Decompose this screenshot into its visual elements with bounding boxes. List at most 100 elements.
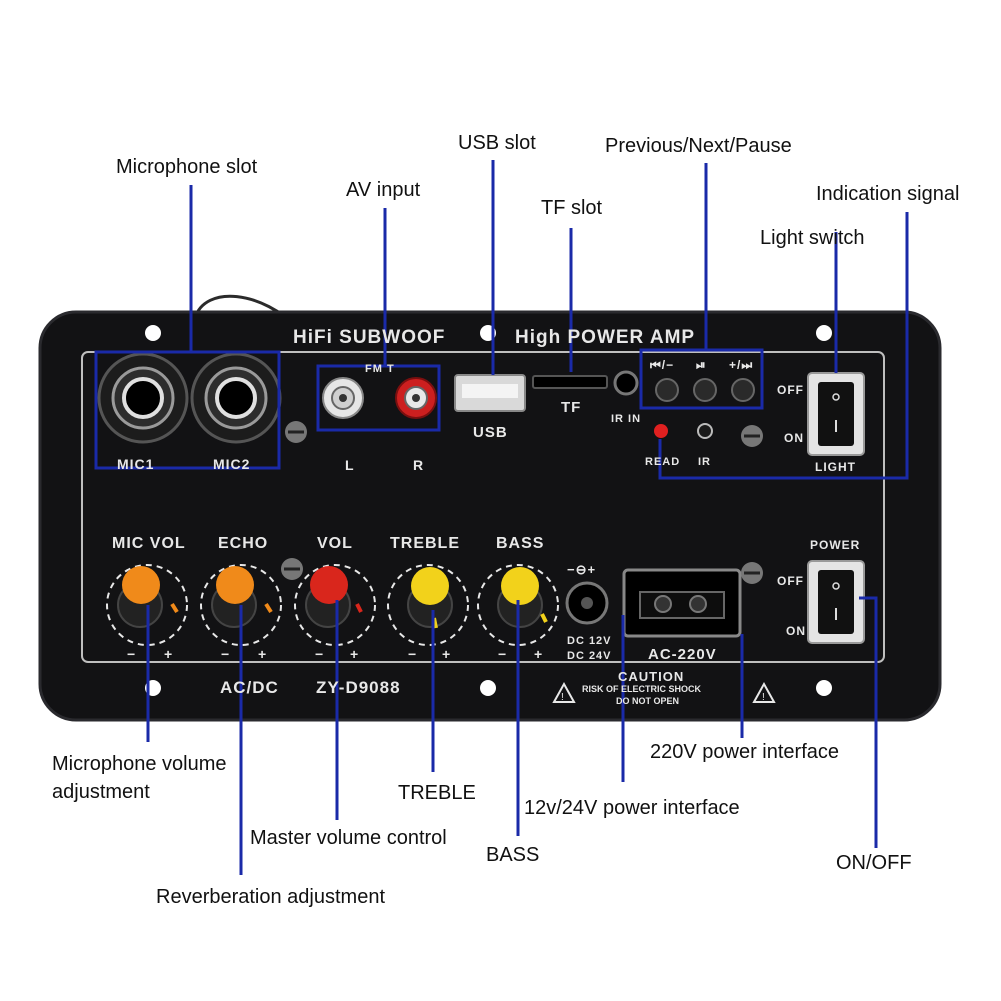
av-input-highlight bbox=[316, 364, 441, 432]
ac-220v-label: AC-220V bbox=[648, 646, 717, 663]
light-on-label: ON bbox=[784, 431, 804, 445]
callout-bass: BASS bbox=[486, 844, 540, 866]
acdc-label: AC/DC bbox=[220, 678, 279, 697]
callout-mic-volume-line2: adjustment bbox=[52, 781, 150, 803]
dc-jack bbox=[565, 581, 609, 625]
prev-button-label[interactable]: ⏮/− bbox=[650, 358, 675, 372]
mic2-jack bbox=[190, 352, 282, 444]
caution-label: CAUTION bbox=[618, 669, 685, 684]
do-not-open-label: DO NOT OPEN bbox=[616, 696, 680, 706]
mic1-label: MIC1 bbox=[117, 456, 155, 472]
mount-hole bbox=[145, 325, 161, 341]
play-button-cap bbox=[693, 378, 717, 402]
callout-lines bbox=[146, 160, 909, 875]
knob-minus-vol: − bbox=[315, 646, 325, 662]
vol-knob bbox=[294, 564, 376, 646]
ir-label: IR bbox=[698, 456, 711, 468]
knob-plus-treble: + bbox=[442, 646, 452, 662]
ac-socket bbox=[622, 568, 742, 638]
knob-plus-mic-vol: + bbox=[164, 646, 174, 662]
callout-mic-volume-line1: Microphone volume bbox=[52, 753, 227, 775]
dc-24v-label: DC 24V bbox=[567, 650, 612, 662]
power-on-label: ON bbox=[786, 624, 806, 638]
usb-port bbox=[454, 374, 526, 412]
read-led bbox=[654, 424, 668, 438]
callout-microphone-slot: Microphone slot bbox=[116, 156, 258, 178]
tf-card-slot bbox=[532, 375, 608, 389]
light-off-label: OFF bbox=[777, 383, 804, 397]
callout-av-input: AV input bbox=[346, 179, 421, 201]
callout-power-220v: 220V power interface bbox=[650, 741, 840, 763]
callout-on-off: ON/OFF bbox=[836, 852, 912, 874]
light-switch bbox=[807, 372, 865, 456]
knob-minus-mic-vol: − bbox=[127, 646, 137, 662]
fm-label: FM T bbox=[365, 363, 395, 375]
panel-inner-border bbox=[81, 351, 885, 663]
next-button-label[interactable]: +/⏭ bbox=[729, 358, 754, 372]
mount-hole bbox=[480, 680, 496, 696]
knob-label-vol: VOL bbox=[317, 535, 353, 552]
panel-title-left: HiFi SUBWOOF bbox=[293, 327, 446, 348]
power-switch bbox=[807, 560, 865, 644]
knob-minus-echo: − bbox=[221, 646, 231, 662]
callout-tf-slot: TF slot bbox=[541, 197, 603, 219]
knob-minus-treble: − bbox=[408, 646, 418, 662]
light-label: LIGHT bbox=[815, 460, 856, 474]
ir-in-label: IR IN bbox=[611, 413, 642, 425]
read-label: READ bbox=[645, 456, 681, 468]
ir-in-port bbox=[613, 370, 639, 396]
mic1-jack bbox=[97, 352, 189, 444]
knob-plus-echo: + bbox=[258, 646, 268, 662]
next-button-cap bbox=[731, 378, 755, 402]
prev-button-cap bbox=[655, 378, 679, 402]
ir-sensor bbox=[697, 423, 713, 439]
play-pause-button-label[interactable]: ⏯ bbox=[696, 358, 707, 372]
treble-knob bbox=[387, 564, 469, 646]
knob-plus-vol: + bbox=[350, 646, 360, 662]
callout-treble: TREBLE bbox=[398, 782, 476, 804]
callout-power-12-24v: 12v/24V power interface bbox=[524, 797, 740, 819]
screw bbox=[741, 425, 763, 447]
callout-reverberation: Reverberation adjustment bbox=[156, 886, 386, 908]
mount-hole bbox=[816, 680, 832, 696]
callout-master-volume: Master volume control bbox=[250, 827, 447, 849]
power-off-label: OFF bbox=[777, 574, 804, 588]
knob-label-bass: BASS bbox=[496, 535, 545, 552]
svg-text:!: ! bbox=[762, 692, 765, 703]
callout-light-switch: Light switch bbox=[760, 227, 865, 249]
knob-plus-bass: + bbox=[534, 646, 544, 662]
knob-minus-bass: − bbox=[498, 646, 508, 662]
mic2-label: MIC2 bbox=[213, 456, 251, 472]
svg-text:!: ! bbox=[561, 692, 564, 703]
left-channel-label: L bbox=[345, 457, 355, 473]
callout-prev-next-pause: Previous/Next/Pause bbox=[605, 135, 792, 157]
warning-triangle-left: ! bbox=[552, 681, 576, 703]
risk-label: RISK OF ELECTRIC SHOCK bbox=[582, 684, 702, 694]
buttons-highlight bbox=[639, 348, 764, 410]
mount-hole bbox=[816, 325, 832, 341]
usb-label: USB bbox=[473, 424, 508, 441]
screw bbox=[281, 558, 303, 580]
panel-title-right: High POWER AMP bbox=[515, 327, 696, 348]
tf-label: TF bbox=[561, 399, 582, 416]
bass-knob bbox=[477, 564, 559, 646]
mic-vol-knob bbox=[106, 564, 188, 646]
callout-indication-signal: Indication signal bbox=[816, 183, 960, 205]
rca-left-jack bbox=[322, 377, 364, 419]
warning-triangle-right: ! bbox=[752, 681, 776, 703]
callout-usb-slot: USB slot bbox=[458, 132, 536, 154]
knob-label-echo: ECHO bbox=[218, 535, 269, 552]
power-label: POWER bbox=[810, 538, 861, 552]
model-label: ZY-D9088 bbox=[316, 678, 401, 697]
screw bbox=[741, 562, 763, 584]
dc-12v-label: DC 12V bbox=[567, 635, 612, 647]
screw bbox=[285, 421, 307, 443]
echo-knob bbox=[200, 564, 282, 646]
knob-label-treble: TREBLE bbox=[390, 535, 460, 552]
right-channel-label: R bbox=[413, 457, 425, 473]
mic-slot-highlight bbox=[94, 350, 281, 470]
knob-label-mic-vol: MIC VOL bbox=[112, 535, 186, 552]
rca-right-jack bbox=[395, 377, 437, 419]
dc-polarity-label: −⊖+ bbox=[567, 562, 597, 577]
